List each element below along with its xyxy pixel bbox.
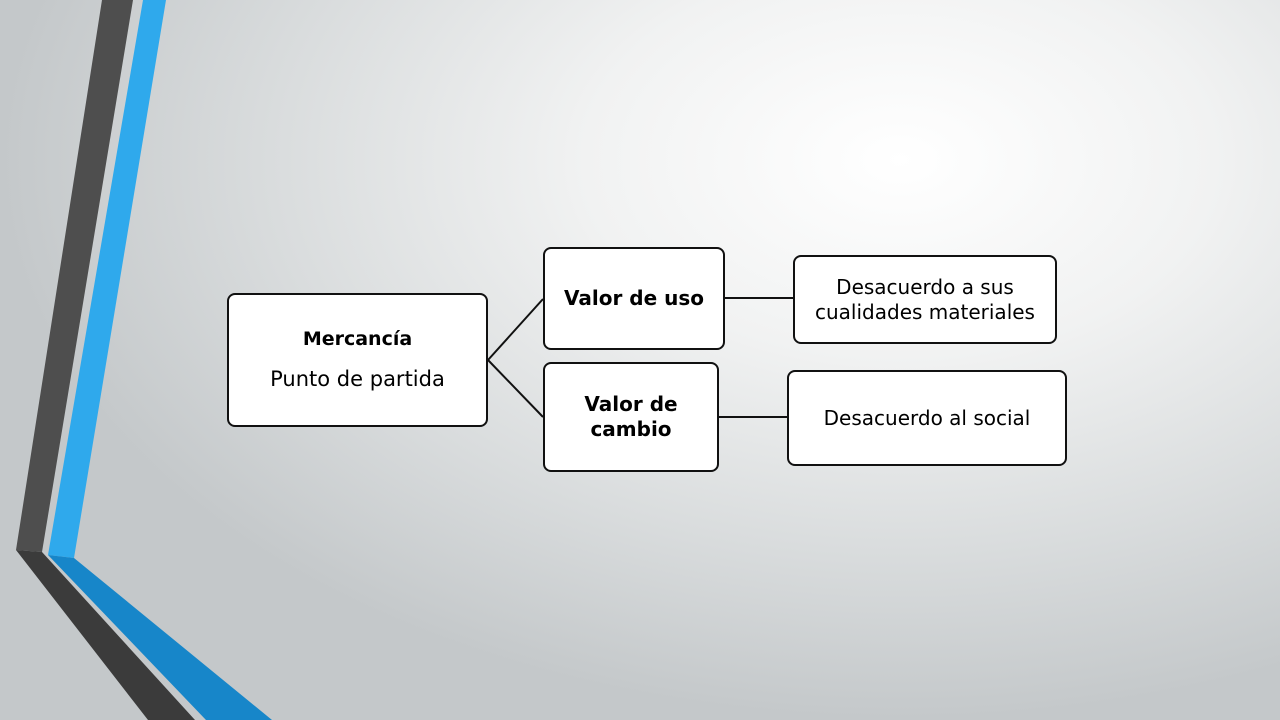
branch-node-label: Valor de uso xyxy=(563,286,705,310)
blue-stripe-lower xyxy=(48,555,272,720)
detail-node-text: Desacuerdo a sus cualidades materiales xyxy=(815,274,1035,324)
root-node-subtitle: Punto de partida xyxy=(270,366,445,391)
connector-root-to-cambio xyxy=(487,359,544,418)
branch-node-label: Valor de cambio xyxy=(584,392,678,441)
dark-stripe-lower xyxy=(16,550,195,720)
blue-stripe-upper xyxy=(48,0,166,558)
root-node-mercancia: Mercancía Punto de partida xyxy=(227,293,488,427)
detail-node-valor-de-uso: Desacuerdo a sus cualidades materiales xyxy=(793,255,1057,344)
connector-root-to-uso xyxy=(487,298,544,361)
branch-node-valor-de-cambio: Valor de cambio xyxy=(543,362,719,472)
branch-node-valor-de-uso: Valor de uso xyxy=(543,247,725,350)
dark-stripe-upper xyxy=(16,0,133,552)
detail-node-text: Desacuerdo al social xyxy=(823,405,1031,430)
root-node-title: Mercancía xyxy=(302,328,413,350)
detail-node-valor-de-cambio: Desacuerdo al social xyxy=(787,370,1067,466)
